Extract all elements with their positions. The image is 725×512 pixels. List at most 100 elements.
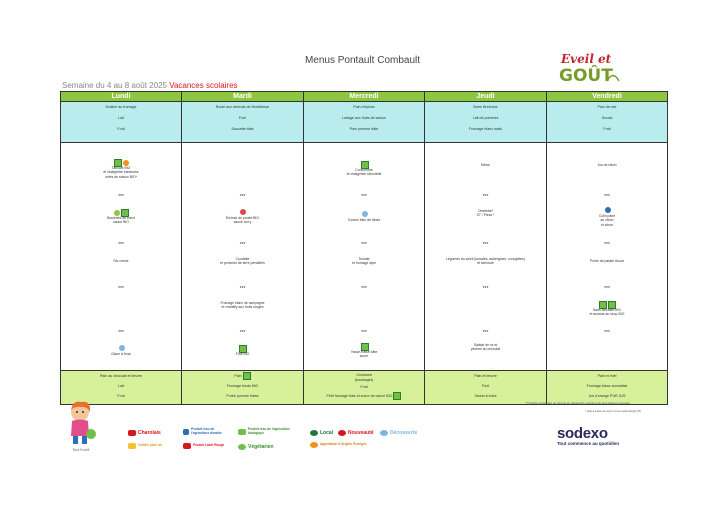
menu-item-line: et fromage râpé (352, 261, 376, 266)
legend-aop: Appellation d'Origine Protégée (310, 442, 380, 448)
menu-item: Pain et beurre (474, 374, 497, 378)
label-icons (182, 208, 303, 216)
course-separator: *** (361, 242, 367, 248)
legend-decouverte: Découverte (380, 430, 417, 436)
menu-item: Purée pomme fraise (226, 394, 259, 398)
menu-item-line: orties de saison BIO* (105, 174, 137, 179)
legend-decouverte-label: Découverte (390, 430, 418, 436)
legend-local: Local (310, 430, 333, 436)
legend-durable: Produit issu de l'agriculture durable (183, 427, 233, 435)
menu-item-line: et pommes de terre persillées (220, 261, 265, 266)
breakfast-jeudi: Barre Bretonne Lait de pommes Fromage bl… (424, 101, 547, 143)
menu-item-line: au citron (600, 218, 614, 223)
bio-icon (114, 158, 122, 167)
logo-text-bottom: GOÛT (559, 64, 613, 86)
bio-icon (239, 345, 247, 353)
menu-item-line: Riz créole (113, 259, 129, 263)
legend-durable-label: Produit issu de l'agriculture durable (191, 427, 222, 435)
logo-text-top: Eveil et (560, 52, 612, 66)
label-legend: Charolais Produit issu de l'agriculture … (128, 427, 417, 455)
label-rouge-icon (183, 443, 191, 449)
snack-vendredi: Pain et miel Fromage blanc aromatisé Jus… (546, 370, 668, 405)
course-separator: *** (361, 286, 367, 292)
vegetarien-icon (238, 444, 246, 450)
snack-lundi: Pain au chocolat et beurre Lait Fruit (60, 370, 182, 405)
bio-icon (360, 342, 369, 351)
legend-bio: Produit issu de l'agriculture biologique (238, 427, 306, 435)
course-separator: *** (361, 330, 367, 336)
menu-item-line: et citron (600, 222, 614, 227)
menu-item: Pain pomme bâte (349, 127, 379, 131)
local-icon (310, 430, 318, 436)
course-separator: *** (604, 242, 610, 248)
menu-item: Pain d'épices (353, 105, 375, 109)
menu-item-line: Colin pané (598, 213, 616, 218)
label-icons (547, 206, 667, 214)
label-icons (61, 345, 181, 352)
course-separator: *** (482, 194, 489, 200)
menu-item: Croissant (356, 373, 372, 377)
menu-item-line: Coudette (235, 256, 250, 261)
label-icons (182, 345, 303, 353)
menu-item-line: Cordon bleu de dinde (347, 218, 381, 222)
course-separator: *** (239, 330, 246, 336)
menu-item-line: sauce BIO (113, 220, 129, 225)
aop-icon (123, 159, 129, 166)
legend-label-rouge: Produit Label Rouge (183, 443, 233, 449)
menu-item-line: Saint-Nectaire BIO (592, 307, 622, 312)
legend-plein-air: Volaille plein air (128, 443, 178, 449)
menu-item: Gratiné au fromage (105, 105, 137, 109)
decouverte-icon (118, 345, 125, 351)
day-header-vendredi: Vendredi (546, 91, 668, 102)
footnote-2: * plat à base de porc si non autorisé(s)… (585, 409, 642, 413)
menu-item-line: Yaourt fraise bâte (350, 349, 378, 354)
nouveaute-icon (240, 208, 246, 215)
menu-item: Yaourt à boire (474, 394, 497, 398)
mascot-illustration: Tout Fruité (71, 401, 96, 452)
menu-item-text: Petit fromage frais et sucre de canne BI… (326, 394, 393, 398)
bio-icon (599, 300, 607, 309)
day-header-lundi: Lundi (60, 91, 182, 102)
menu-table: Lundi Mardi Mercredi Jeudi Vendredi Grat… (60, 91, 668, 405)
day-header-mardi: Mardi (181, 91, 304, 102)
breakfast-mardi: Roulé aux abricots de Montélimar Fruit S… (181, 101, 304, 143)
menu-item-line: Omelette* (477, 208, 494, 213)
menu-item: Barre Bretonne (473, 105, 498, 109)
menu-item: Petit fromage frais et sucre de canne BI… (304, 392, 424, 401)
menu-item: Cordon bleu de dinde (304, 211, 424, 223)
menu-item: Melon (425, 163, 546, 168)
menu-item-line: sauce curry (233, 220, 252, 225)
menu-item-line: et chantilly aux fruits rouges (221, 305, 264, 310)
menu-item-line: et semoule (477, 261, 494, 266)
day-header-jeudi: Jeudi (424, 91, 547, 102)
snack-jeudi: Pain et beurre Fruit Yaourt à boire (424, 370, 547, 405)
label-icons (61, 208, 181, 217)
decouverte-icon (361, 211, 368, 217)
menu-item: Fruit (238, 116, 247, 120)
breakfast-vendredi: Pain de mie Gouda Fruit (546, 101, 668, 143)
menu-item-line: Boulettes de bœuf (107, 215, 135, 220)
legend-charolais-label: Charolais (138, 430, 161, 436)
menu-item-line: et vinaigrette ciboulette (346, 172, 382, 177)
menu-item: Fruit (603, 127, 611, 131)
week-label: Semaine du 4 au 8 août 2025 Vacances sco… (62, 81, 238, 90)
course-separator: *** (604, 330, 610, 336)
menu-item: Lait de pommes (472, 116, 499, 120)
course-separator: *** (604, 286, 610, 292)
eveil-gout-logo: Eveil et GOÛT (559, 52, 620, 86)
menu-item-line: Salade de riz et (473, 342, 498, 347)
decouverte-icon (380, 430, 388, 436)
menu-item: Gouda (601, 116, 613, 120)
